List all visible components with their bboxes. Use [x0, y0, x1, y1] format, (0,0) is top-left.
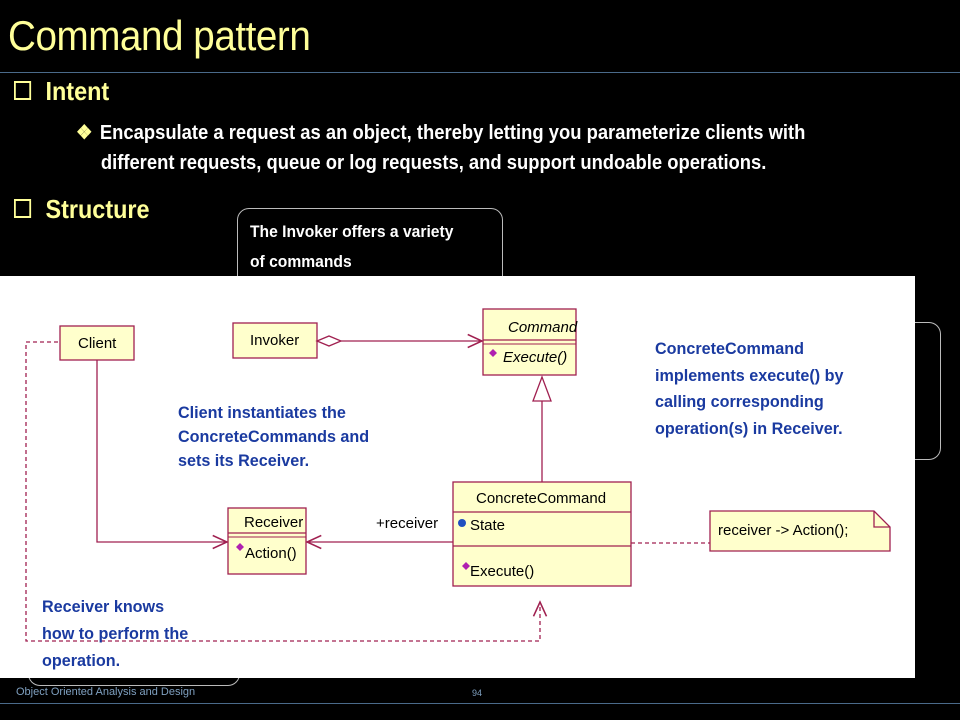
receiver-callout: Receiver knows how to perform the operat…: [42, 593, 196, 674]
receiver-callout-line-1: Receiver knows: [42, 597, 165, 616]
concrete-callout-bracket: [900, 322, 941, 460]
concrete-callout-line-3: calling corresponding: [655, 392, 824, 411]
receiver-callout-line-3: operation.: [42, 651, 121, 670]
client-callout: Client instantiates the ConcreteCommands…: [178, 401, 379, 473]
checkbox-bullet-icon: [14, 198, 32, 218]
uml-class-diagram: Client Invoker Command Execute() Receive…: [25, 308, 891, 642]
slide-title: Command pattern: [8, 12, 311, 59]
intent-description: ❖ Encapsulate a request as an object, the…: [76, 118, 886, 178]
receiver-callout-line-2: how to perform the: [42, 624, 189, 643]
operation-icon: [236, 543, 244, 551]
operation-icon: [462, 562, 470, 570]
client-callout-line-2: ConcreteCommands and: [178, 427, 370, 446]
command-execute-op: Execute(): [503, 349, 567, 366]
invoker-class-label: Invoker: [250, 332, 299, 349]
concrete-command-class-box: [452, 481, 632, 587]
client-callout-line-3: sets its Receiver.: [178, 451, 310, 470]
uml-diagram: Client Invoker Command Execute() Receive…: [0, 276, 915, 678]
footer-page-number: 94: [472, 688, 483, 698]
generalization-triangle: [532, 375, 552, 402]
intent-line-1: Encapsulate a request as an object, ther…: [99, 122, 806, 144]
attribute-icon: [458, 519, 466, 527]
receiver-action-op: Action(): [245, 545, 297, 562]
intent-bullet: Intent: [14, 76, 109, 107]
client-class-label: Client: [78, 335, 117, 352]
concrete-callout-line-4: operation(s) in Receiver.: [655, 418, 843, 438]
concrete-execute-op: Execute(): [470, 563, 534, 580]
client-class-box: [59, 325, 135, 361]
concrete-state-attr: State: [470, 517, 505, 534]
operation-icon: [489, 349, 497, 357]
invoker-callout-text: The Invoker offers a variety of commands: [250, 222, 454, 271]
footer-course-title: Object Oriented Analysis and Design: [16, 686, 196, 698]
invoker-class-box: [232, 322, 318, 359]
concrete-callout-line-1: ConcreteCommand: [655, 339, 804, 358]
concrete-callout-line-2: implements execute() by: [655, 365, 844, 385]
note-box: [709, 510, 891, 552]
title-divider: [0, 72, 960, 73]
receiver-association-label: +receiver: [376, 515, 438, 532]
intent-heading: Intent: [45, 76, 110, 106]
structure-bullet: Structure: [14, 194, 150, 225]
note-text: receiver -> Action();: [718, 522, 848, 539]
receiver-class-label: Receiver: [244, 514, 303, 531]
concrete-callout: ConcreteCommand implements execute() by …: [655, 336, 853, 442]
aggregation-diamond: [315, 335, 343, 347]
checkbox-bullet-icon: [14, 80, 32, 100]
concrete-command-class-label: ConcreteCommand: [476, 490, 606, 507]
footer-divider: [0, 703, 960, 704]
intent-line-2: different requests, queue or log request…: [100, 152, 767, 174]
command-class-label: Command: [508, 319, 578, 336]
diamond-bullet-icon: ❖: [76, 122, 93, 144]
structure-heading: Structure: [45, 194, 150, 224]
client-callout-line-1: Client instantiates the: [178, 403, 346, 422]
